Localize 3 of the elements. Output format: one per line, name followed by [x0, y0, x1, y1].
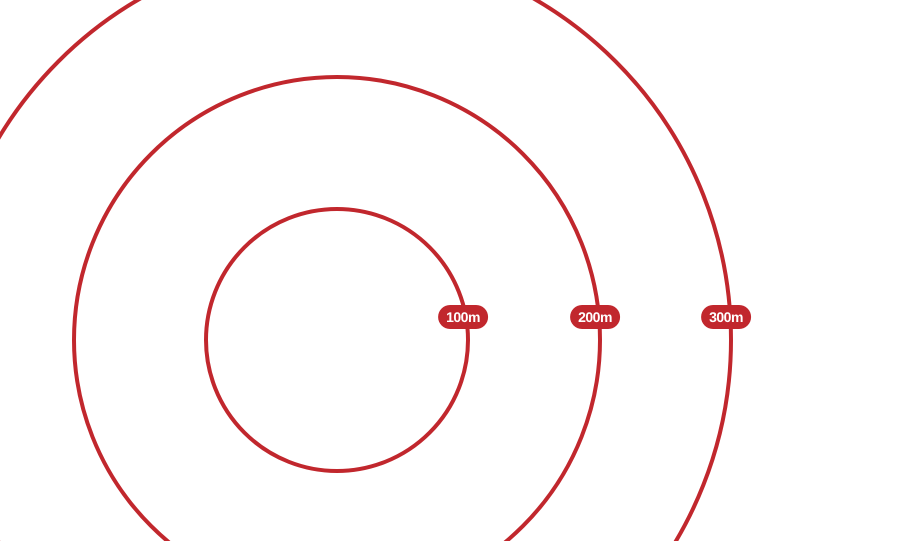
distance-tag: 200m: [570, 305, 620, 329]
distance-tag: 100m: [438, 305, 488, 329]
distance-tag: 300m: [701, 305, 751, 329]
